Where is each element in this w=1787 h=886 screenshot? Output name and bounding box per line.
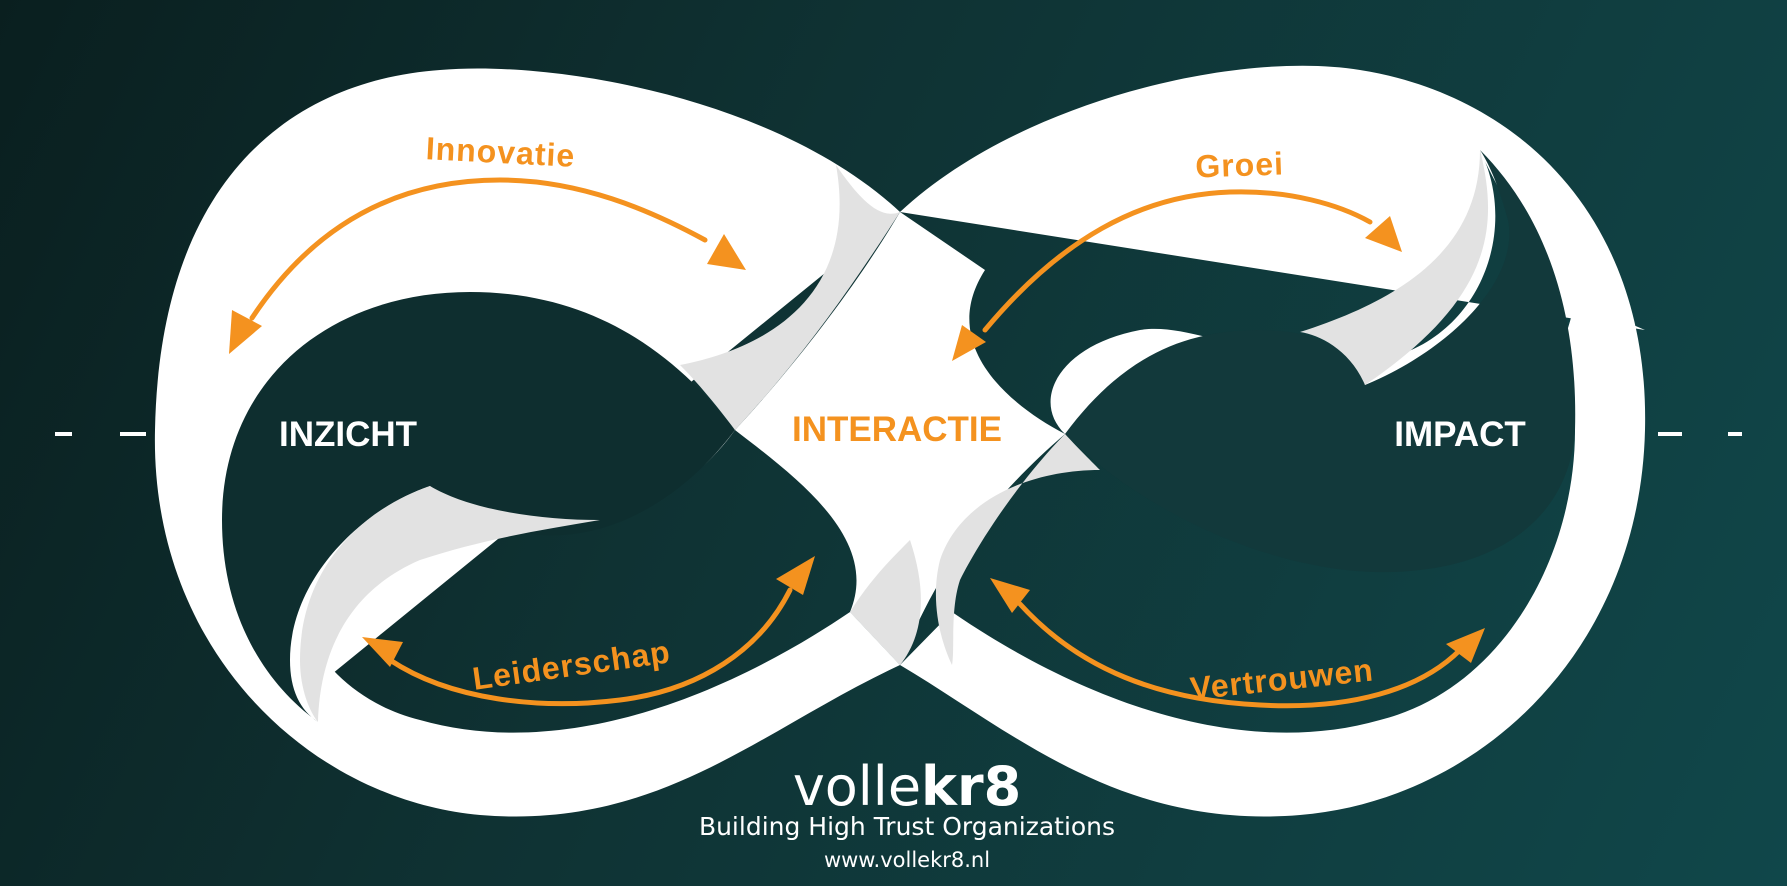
brand-tagline: Building High Trust Organizations: [699, 812, 1115, 841]
arrowhead-innovatie-end: [707, 234, 746, 270]
arrow-vertrouwen: [1017, 601, 1463, 709]
fold-top-right: [1300, 150, 1489, 385]
center-crossing: [735, 212, 1065, 665]
arrowhead-vertrouwen-start: [990, 578, 1030, 613]
arrowhead-groei-end: [1365, 216, 1402, 252]
arrow-leiderschap: [387, 587, 793, 707]
label-groei: Groei: [1195, 145, 1285, 184]
arrowhead-vertrouwen-end: [1446, 628, 1485, 663]
brand-logo: vollekr8: [793, 755, 1021, 818]
right-hole: [1065, 150, 1576, 573]
arrowhead-leiderschap-end: [776, 556, 815, 595]
brand-block: vollekr8 Building High Trust Organizatio…: [699, 755, 1115, 872]
arrow-groei: [982, 189, 1373, 333]
label-innovatie: Innovatie: [425, 130, 576, 174]
fold-center-bottom: [850, 540, 921, 665]
label-leiderschap: Leiderschap: [470, 633, 673, 696]
brand-name-bold: kr8: [921, 755, 1021, 818]
label-vertrouwen: Vertrouwen: [1188, 652, 1375, 707]
arrowhead-innovatie-start: [229, 310, 262, 354]
fold-bottom-left: [300, 486, 600, 722]
arrowhead-groei-start: [952, 325, 986, 361]
brand-url[interactable]: www.vollekr8.nl: [824, 848, 990, 872]
flow-arrows: [249, 177, 1463, 709]
arrow-innovatie: [249, 177, 708, 321]
arrowhead-leiderschap-start: [362, 637, 403, 667]
node-interactie: INTERACTIE: [792, 410, 1002, 449]
arrowheads: [229, 216, 1485, 667]
fold-bottom-right: [935, 434, 1100, 665]
brand-name-light: volle: [793, 755, 921, 818]
fold-top-left: [680, 165, 900, 430]
node-impact: IMPACT: [1394, 415, 1526, 454]
node-inzicht: INZICHT: [279, 415, 417, 454]
